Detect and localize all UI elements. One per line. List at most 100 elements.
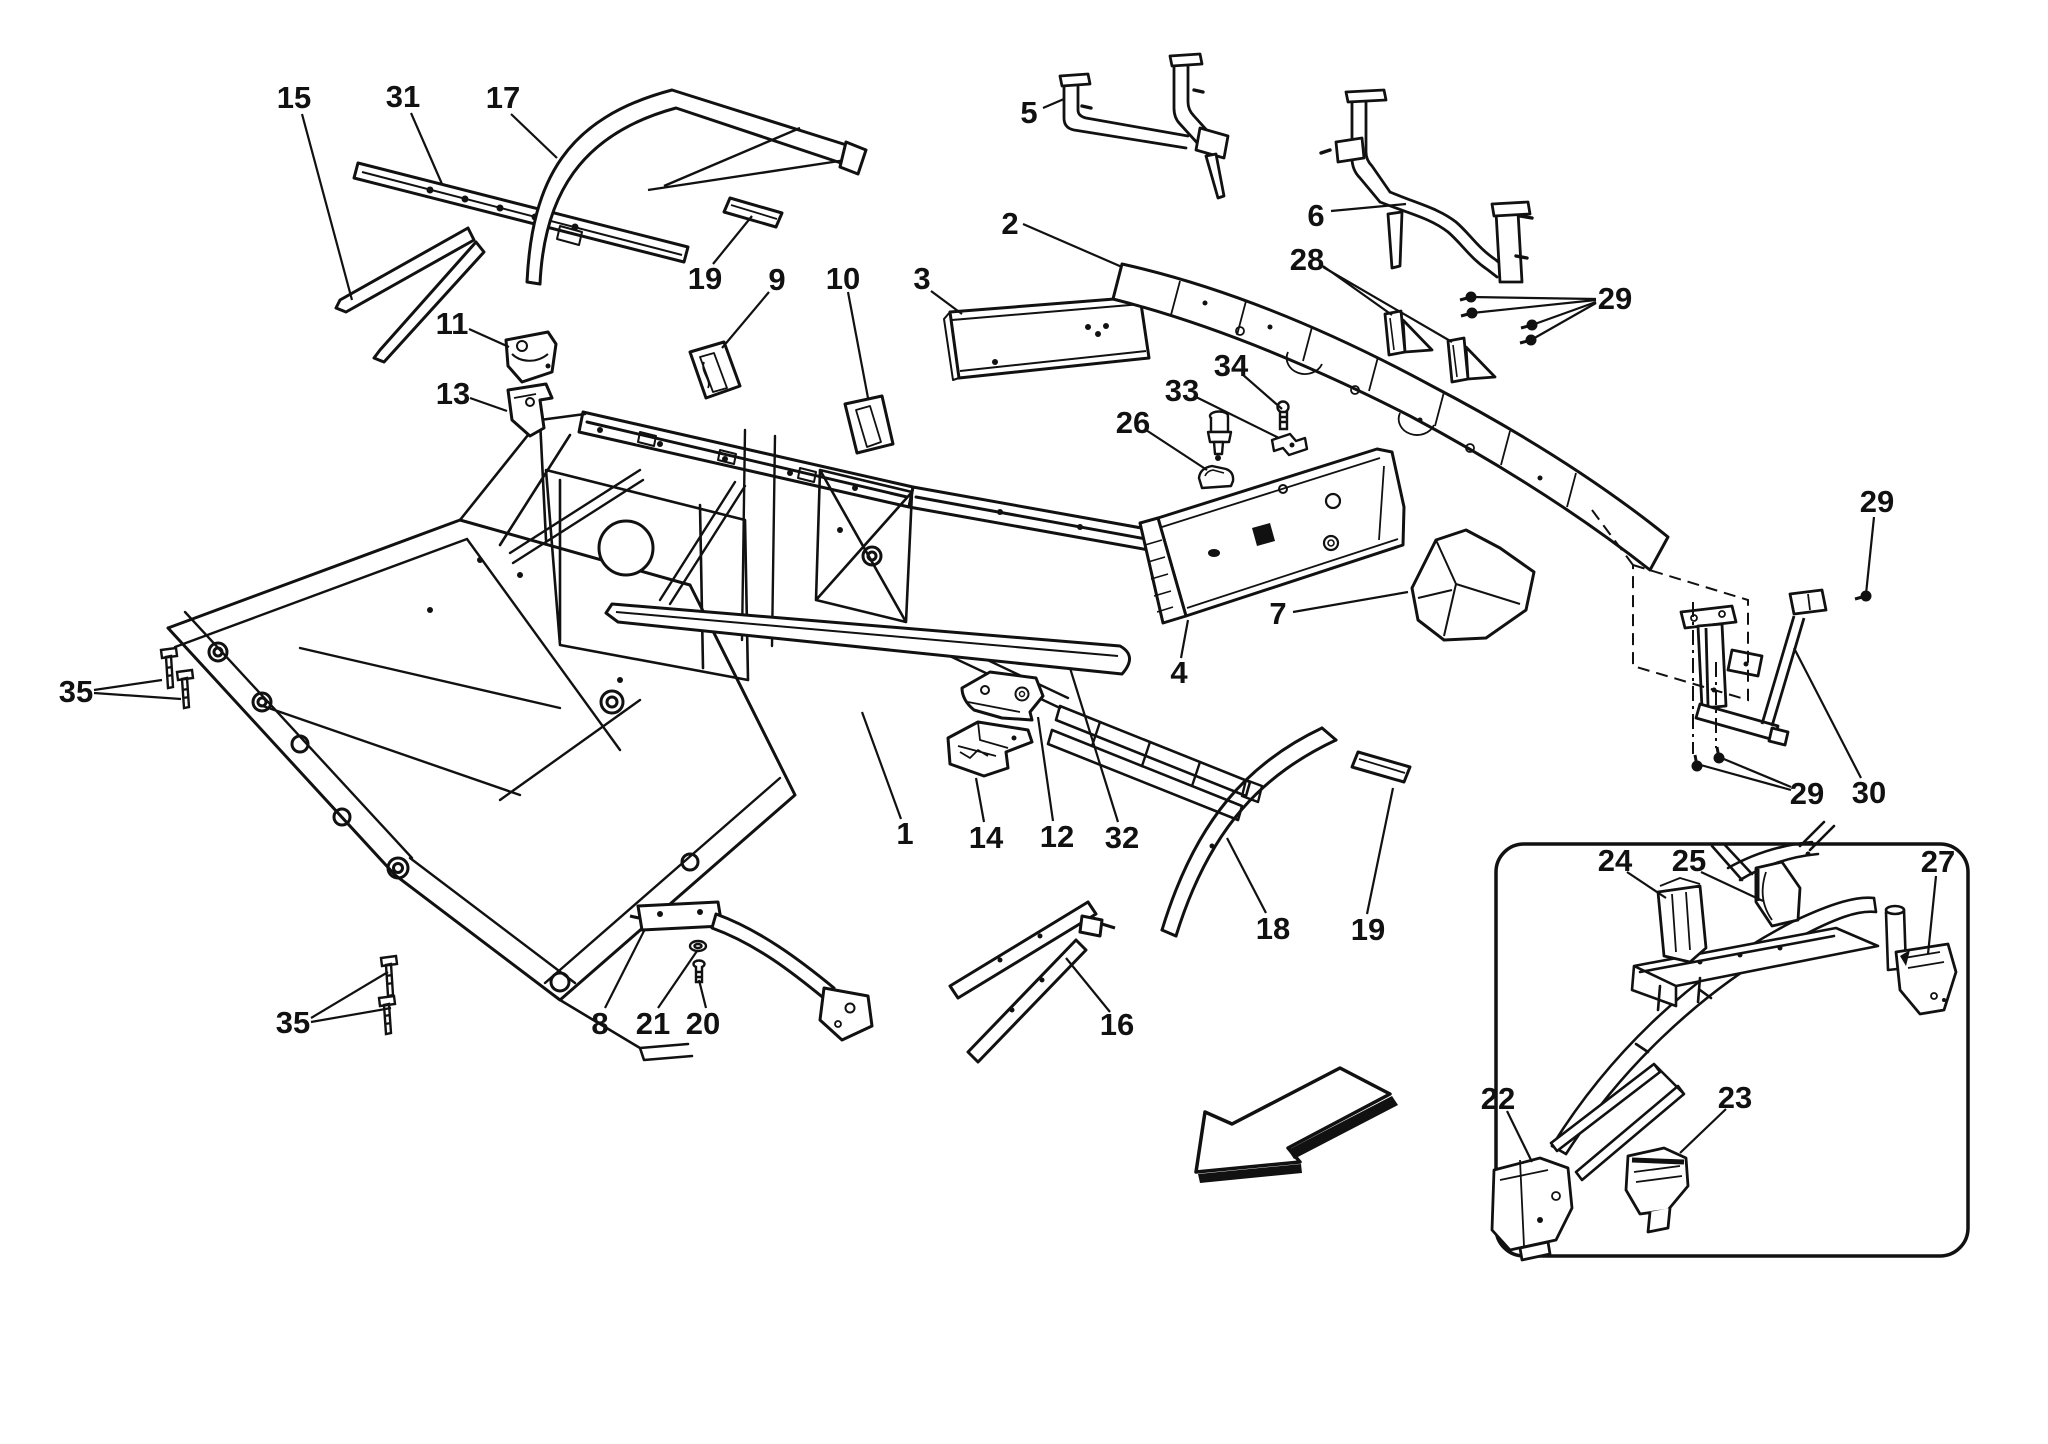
leader-line-10 [846, 291, 870, 399]
part-14-bracket-drawing [946, 720, 1034, 778]
part-24-plate-drawing [1656, 877, 1708, 964]
callout-label-12: 12 [1040, 819, 1074, 854]
leader-line-29 [1530, 302, 1597, 341]
leader-line-29 [1864, 516, 1876, 595]
part-15-rails-drawing [334, 226, 486, 364]
leader-line-35 [93, 678, 163, 692]
leader-line-26 [1145, 429, 1208, 471]
leader-line-11 [468, 327, 510, 349]
callout-label-8: 8 [591, 1006, 608, 1041]
callout-label-2: 2 [1001, 206, 1018, 241]
leader-line-29 [1531, 300, 1597, 327]
callout-label-3: 3 [913, 261, 930, 296]
callout-label-32: 32 [1105, 820, 1139, 855]
callout-label-35: 35 [59, 674, 93, 709]
part-20-bolt-drawing [692, 959, 706, 984]
part-18-rail-drawing [1160, 726, 1338, 938]
part-2-crossmember-drawing [1111, 262, 1670, 572]
part-9-bracket-drawing [688, 340, 742, 400]
part-23-bracket-drawing [1624, 1146, 1690, 1234]
part-19-strip-drawings [722, 196, 1412, 784]
leader-line-1 [860, 711, 903, 820]
part-10-bracket-drawing [843, 394, 895, 455]
leader-line-29 [1471, 298, 1597, 315]
leader-line-5 [1042, 97, 1065, 110]
leader-line-27 [1926, 875, 1938, 955]
leader-line-19 [1365, 787, 1395, 915]
callout-label-23: 23 [1718, 1080, 1752, 1115]
part-1-main-chassis-drawing [166, 410, 1264, 1062]
part-3-panel-drawing [943, 295, 1151, 381]
callout-label-4: 4 [1170, 655, 1188, 690]
leader-line-15 [300, 113, 354, 301]
fastener-29-screws [1459, 291, 1872, 772]
direction-arrow [1194, 1066, 1398, 1183]
callout-label-7: 7 [1269, 596, 1286, 631]
part-12-plate-drawing [960, 670, 1045, 722]
leader-line-9 [721, 291, 770, 349]
callout-label-28: 28 [1290, 242, 1324, 277]
leader-line-33 [1195, 396, 1280, 439]
leader-line-29 [1718, 755, 1792, 789]
callout-label-25: 25 [1672, 843, 1706, 878]
leader-line-7 [1292, 590, 1409, 614]
part-34-bolt-drawing [1276, 400, 1290, 431]
leader-line-17 [510, 113, 558, 159]
part-6-bracket-drawing [1319, 88, 1534, 284]
phantom-dashed-lines [1591, 509, 1749, 754]
part-16-rails-drawing [948, 900, 1116, 1064]
callout-label-20: 20 [686, 1006, 720, 1041]
leader-line-31 [409, 112, 444, 185]
leader-line-22 [1506, 1110, 1533, 1163]
part-13-bracket-drawing [506, 382, 554, 438]
callout-label-22: 22 [1481, 1081, 1515, 1116]
part-7-bracket-drawing [1410, 528, 1536, 642]
leader-line-4 [1179, 619, 1190, 659]
leader-line-29 [1470, 295, 1597, 301]
leader-line-35 [310, 971, 389, 1019]
callout-label-10: 10 [826, 261, 860, 296]
part-8-crossmember-drawing [629, 900, 874, 1042]
leader-line-3 [930, 290, 963, 315]
part-30-assembly-drawing [1679, 588, 1828, 747]
callout-label-11: 11 [436, 306, 469, 341]
leader-line-34 [1241, 373, 1283, 410]
part-4-box-drawing [1138, 447, 1406, 625]
part-33-sensor-drawing [1206, 410, 1309, 461]
floor-washers [207, 641, 700, 993]
callout-label-35: 35 [276, 1005, 310, 1040]
leader-line-12 [1036, 716, 1055, 822]
callout-label-21: 21 [636, 1006, 670, 1041]
callout-label-27: 27 [1921, 844, 1955, 879]
leader-line-21 [657, 950, 698, 1009]
callout-label-29: 29 [1860, 484, 1894, 519]
part-5-bracket-drawing [1058, 52, 1230, 200]
callout-label-34: 34 [1214, 348, 1249, 383]
callout-label-19: 19 [1351, 912, 1385, 947]
leader-line-30 [1793, 647, 1862, 779]
part-17-hoop-drawing [525, 88, 868, 286]
callout-label-14: 14 [969, 820, 1004, 855]
part-31-rail-drawing [352, 161, 690, 264]
callout-label-13: 13 [436, 376, 470, 411]
callout-label-29: 29 [1790, 776, 1824, 811]
callout-label-29: 29 [1598, 281, 1632, 316]
part-22-bracket-drawing [1490, 1156, 1574, 1262]
leader-line-8 [604, 928, 646, 1009]
part-35-bolt-drawings [159, 646, 399, 1036]
leader-line-25 [1700, 871, 1764, 902]
callout-label-9: 9 [768, 262, 785, 297]
part-25-pillar-drawing [1754, 860, 1802, 928]
leader-line-20 [697, 979, 708, 1009]
callout-label-5: 5 [1020, 95, 1037, 130]
callout-label-18: 18 [1256, 911, 1290, 946]
callout-label-17: 17 [486, 80, 520, 115]
leader-line-2 [1022, 222, 1123, 269]
callout-label-1: 1 [896, 816, 913, 851]
callout-label-26: 26 [1116, 405, 1150, 440]
part-28-bracket-drawings [1383, 309, 1497, 384]
inset-detail-panel [1490, 820, 1970, 1262]
